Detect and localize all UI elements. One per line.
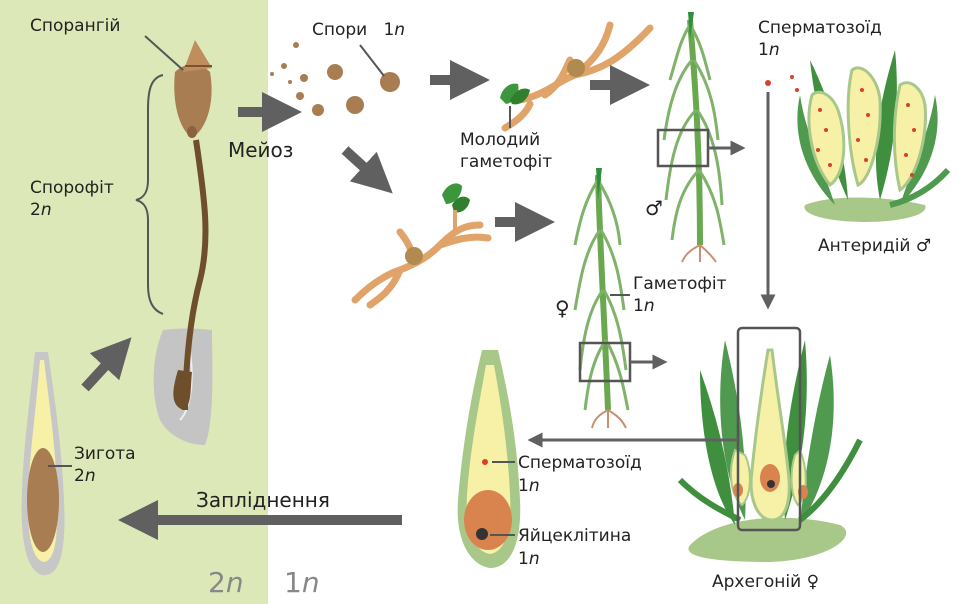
sporangium-pointer — [144, 35, 184, 71]
egg-label: Яйцеклітина — [518, 526, 632, 546]
antheridium — [797, 50, 951, 222]
male-symbol: ♂ — [645, 196, 663, 220]
protonema-top — [500, 21, 654, 132]
sporophyte — [153, 40, 213, 445]
sporophyte-label: Спорофіт — [30, 178, 114, 198]
sperm-top-label: Сперматозоїд — [758, 18, 882, 38]
sperm-bottom-label: Сперматозоїд — [518, 453, 642, 473]
archegonium-zoom-box — [736, 326, 802, 532]
sperm-cells-top — [765, 75, 799, 92]
spores-pointer — [359, 44, 385, 77]
spores-label: Спори 1n — [312, 20, 406, 40]
meiosis-label: Мейоз — [228, 138, 294, 162]
diploid-phase-label: 2n — [208, 566, 244, 599]
sporangium-capsule — [174, 64, 212, 138]
fertilization-label: Запліднення — [196, 488, 330, 512]
zygote-ploidy: 2n — [74, 466, 96, 486]
zygote — [27, 448, 59, 552]
sporangium-label: Спорангій — [30, 16, 121, 36]
protonema-bottom — [351, 183, 492, 309]
archegonium-label: Архегоній ♀ — [712, 572, 820, 592]
zygote-label: Зигота — [74, 444, 136, 464]
gametophyte-ploidy: 1n — [633, 296, 655, 316]
haploid-phase-label: 1n — [284, 566, 320, 599]
antheridium-label: Антеридій ♂ — [818, 236, 932, 256]
sporophyte-ploidy: 2n — [30, 200, 52, 220]
young-gametophyte-label-2: гаметофіт — [460, 152, 553, 172]
gametophyte-label: Гаметофіт — [633, 274, 727, 294]
arrow-spores-to-protonema-bottom — [341, 146, 393, 194]
archegonium-detail — [457, 350, 521, 568]
sperm-bottom-ploidy: 1n — [518, 476, 540, 496]
male-gametophyte — [662, 12, 726, 263]
female-gametophyte — [573, 168, 630, 429]
arrow-zygote-to-sporophyte — [81, 337, 132, 392]
sporophyte-brace — [135, 74, 164, 315]
sperm-top-ploidy: 1n — [758, 40, 780, 60]
zygote-structure — [21, 352, 72, 576]
young-gametophyte-label-1: Молодий — [460, 130, 541, 150]
egg-ploidy: 1n — [518, 549, 540, 569]
archegonium — [677, 340, 863, 562]
female-symbol: ♀ — [555, 296, 570, 320]
spores — [270, 42, 400, 116]
